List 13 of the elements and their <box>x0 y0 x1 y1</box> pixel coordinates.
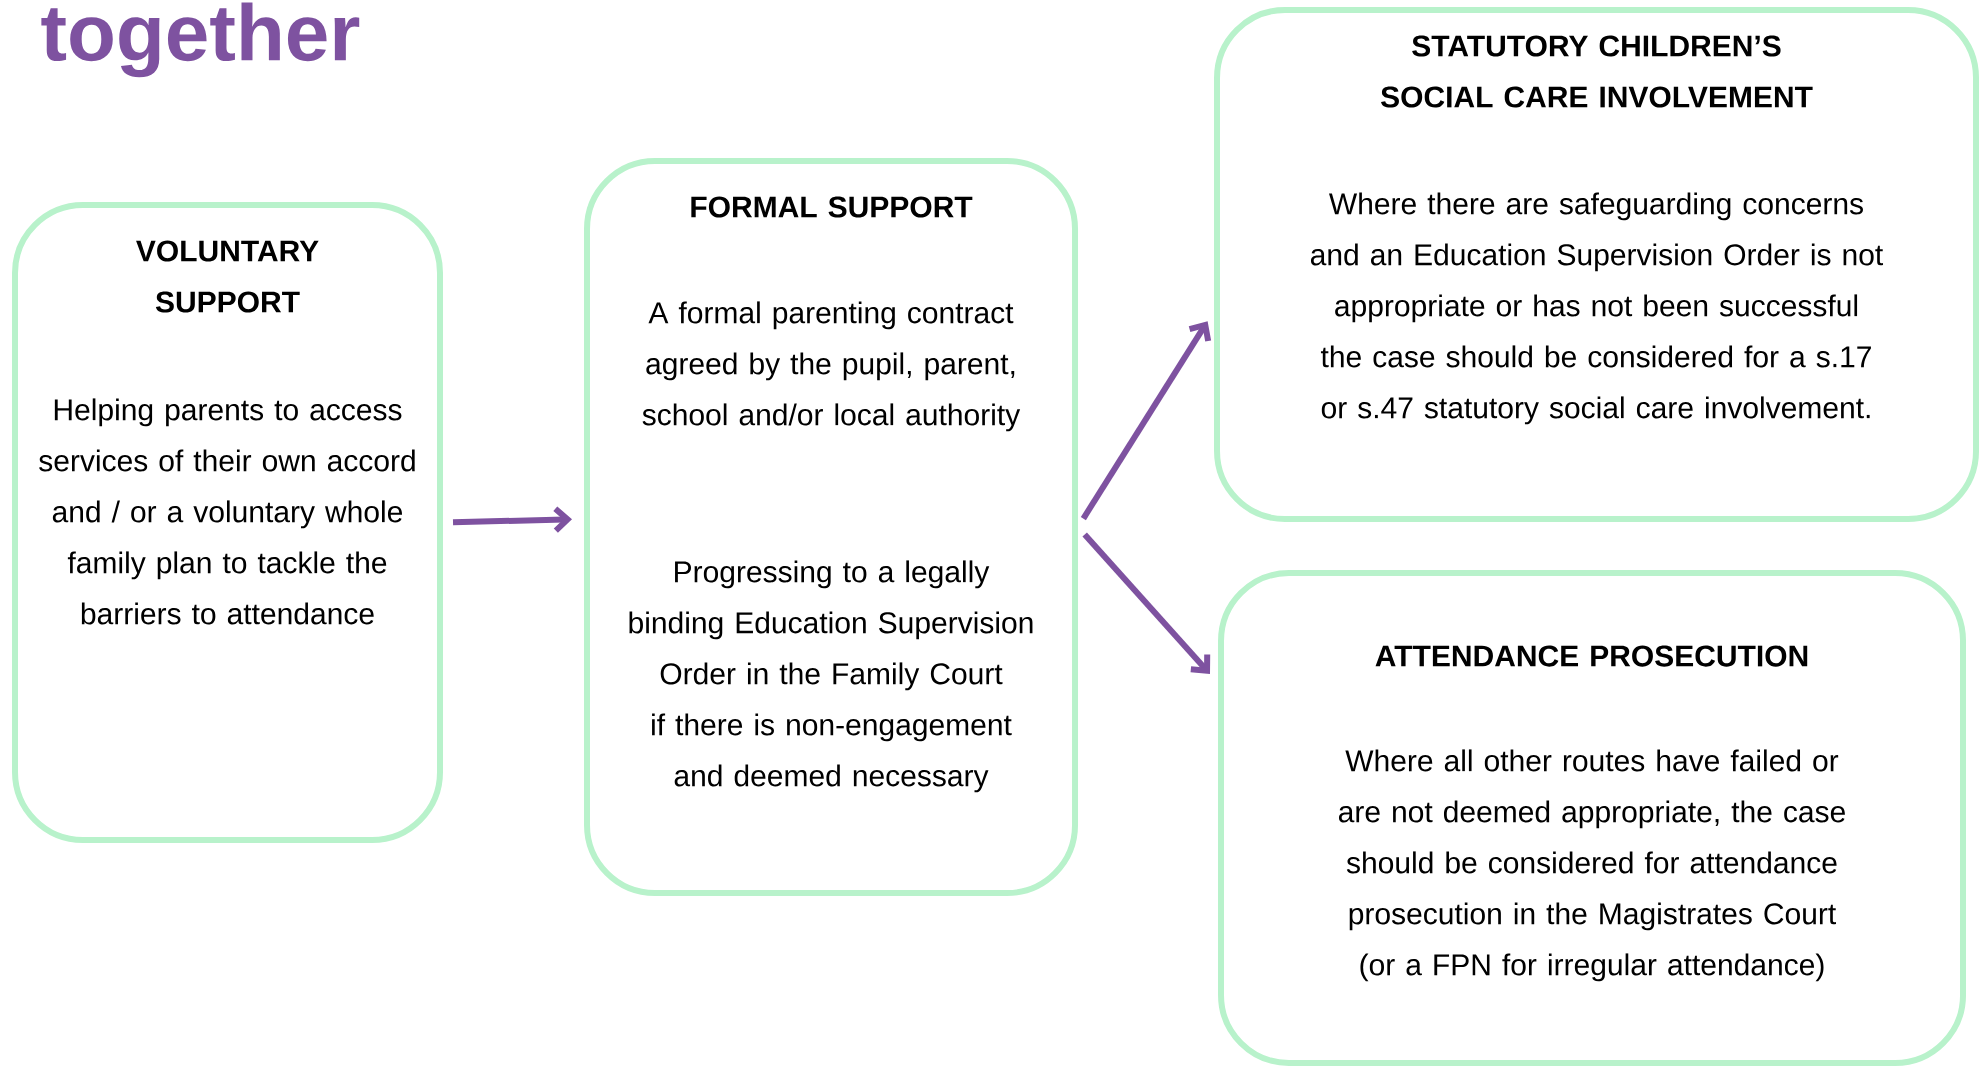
arrow <box>1082 532 1211 675</box>
box-text: Where all other routes have failed or are not deemed appropriate, the case should be considered for attendance prosecution in the Magistrates Court (or a FPN for irregular attendance) <box>1339 749 1845 982</box>
box-heading: STATUTORY CHILDREN’S SOCIAL CARE INVOLVEMENT <box>1381 35 1813 108</box>
box-heading: VOLUNTARY SUPPORT <box>136 240 319 313</box>
box-heading: FORMAL SUPPORT <box>691 196 973 218</box>
box-text: A formal parenting contract agreed by the pupil, parent, school and/or local authority <box>642 301 1021 432</box>
box-text: Helping parents to access services of their own accord and / or a voluntary whole family plan to tackle the barriers to attendance <box>39 398 415 625</box>
arrow <box>452 506 572 533</box>
arrow <box>1080 321 1212 521</box>
box-text: Where there are safeguarding concerns and an Education Supervision Order is not appropriate or has not been successful the case should be considered for a s.17 or s.47 statutory social care involvement. <box>1311 192 1883 425</box>
box-heading: ATTENDANCE PROSECUTION <box>1375 645 1808 667</box>
title: together <box>41 2 360 78</box>
box-text: Progressing to a legally binding Education Supervision Order in the Family Court if there is non-engagement and deemed necessary <box>629 560 1033 793</box>
